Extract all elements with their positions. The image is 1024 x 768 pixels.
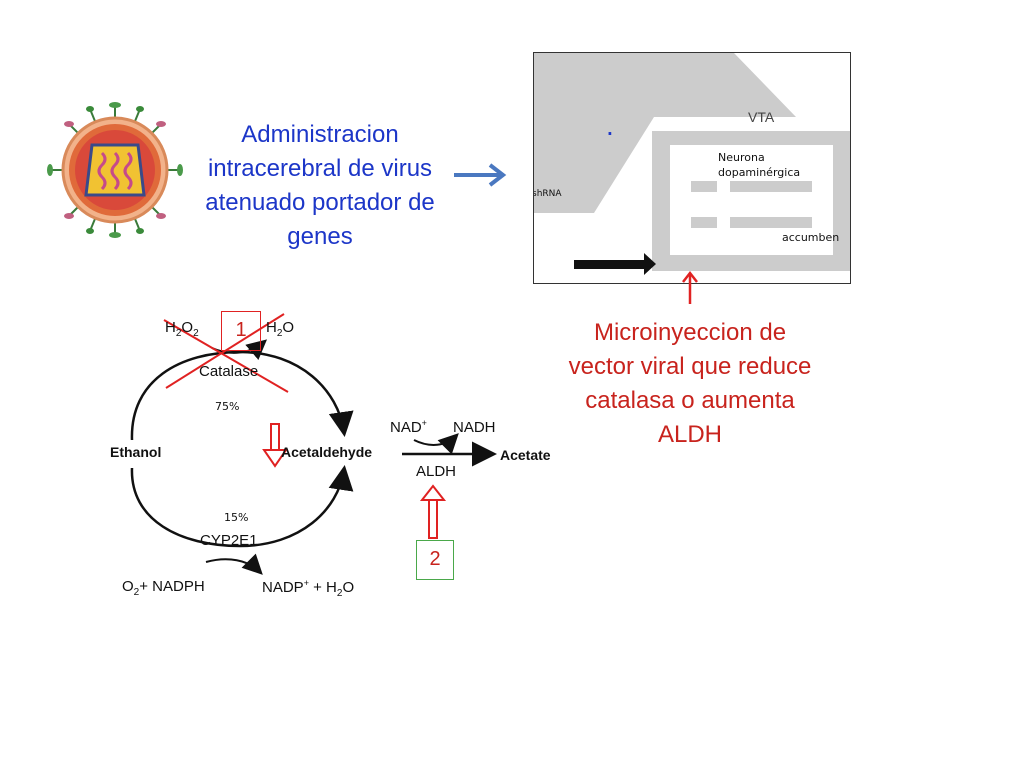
micro-text: Microinyeccion de vector viral que reduc…: [560, 316, 820, 452]
nad-label: NAD+: [390, 418, 427, 436]
pct-75-label: 75%: [215, 400, 240, 413]
nad-sup: +: [421, 418, 427, 428]
nadp-h2o-label: NADP+ + H2O: [262, 578, 354, 599]
nadh-label: NADH: [453, 419, 496, 436]
h2o-o: O: [282, 319, 295, 336]
ethanol-label: Ethanol: [110, 444, 162, 460]
intro-line-4: genes: [287, 223, 353, 250]
intro-text: Administracion intracerebral de virus at…: [195, 118, 445, 254]
aldh-label: ALDH: [416, 463, 457, 480]
o2-o: O: [122, 578, 134, 595]
brain-panel: . VTA Neurona dopaminérgica shRNA accumb…: [533, 52, 851, 284]
micro-line-2: vector viral que reduce: [568, 353, 812, 380]
h2o2-sub-2: 2: [193, 328, 199, 339]
pathway-arrows: [130, 313, 497, 575]
marker-box-1: 1: [221, 311, 261, 351]
micro-line-4: ALDH: [657, 421, 723, 448]
nadp-sup: +: [303, 578, 309, 588]
red-arrow-up-icon: [682, 270, 698, 304]
catalase-label: Catalase: [199, 363, 259, 380]
h2o-label: H2O: [266, 319, 294, 339]
h2o2-h: H: [165, 319, 176, 336]
accumbens-label: accumben: [782, 231, 840, 244]
h2o2-label: H2O2: [165, 319, 199, 339]
intro-line-1: Administracion: [241, 121, 399, 148]
intro-line-2: intracerebral de virus: [207, 155, 433, 182]
shrna-label: shRNA: [533, 189, 562, 199]
h2o-h: H: [266, 319, 277, 336]
marker-box-2: 2: [416, 540, 454, 580]
h2o-sub: 2: [276, 328, 283, 339]
h2o-b-sub: 2: [336, 588, 343, 599]
virus-icon: [47, 102, 183, 238]
h2o2-o: O: [181, 319, 194, 336]
h2o2-sub-1: 2: [175, 328, 182, 339]
pct-15-label: 15%: [224, 511, 249, 524]
o2-nadph-label: O2+ NADPH: [122, 578, 205, 598]
micro-line-3: catalasa o aumenta: [585, 387, 795, 414]
neuron-line-2: dopaminérgica: [718, 166, 801, 179]
h2o-b-o: O: [342, 579, 355, 596]
h2o-b-pre: + H: [313, 579, 337, 596]
nad-text: NAD: [390, 419, 422, 436]
neuron-line-1: Neurona: [718, 151, 765, 164]
svg-text:.: .: [606, 110, 614, 141]
micro-line-1: Microinyeccion de: [593, 319, 787, 346]
neuron-label: Neurona dopaminérgica: [718, 150, 800, 180]
acetaldehyde-label: Acetaldehyde: [281, 444, 373, 460]
vta-label: VTA: [748, 109, 775, 125]
intro-line-3: atenuado portador de: [205, 189, 435, 216]
blue-arrow-icon: [454, 163, 507, 187]
cyp2e1-label: CYP2E1: [200, 532, 258, 549]
acetate-label: Acetate: [500, 447, 551, 463]
nadph-text: + NADPH: [139, 578, 205, 595]
o2-sub: 2: [133, 587, 140, 598]
nadp-text: NADP: [262, 579, 304, 596]
brain-panel-shapes: .: [534, 53, 850, 275]
